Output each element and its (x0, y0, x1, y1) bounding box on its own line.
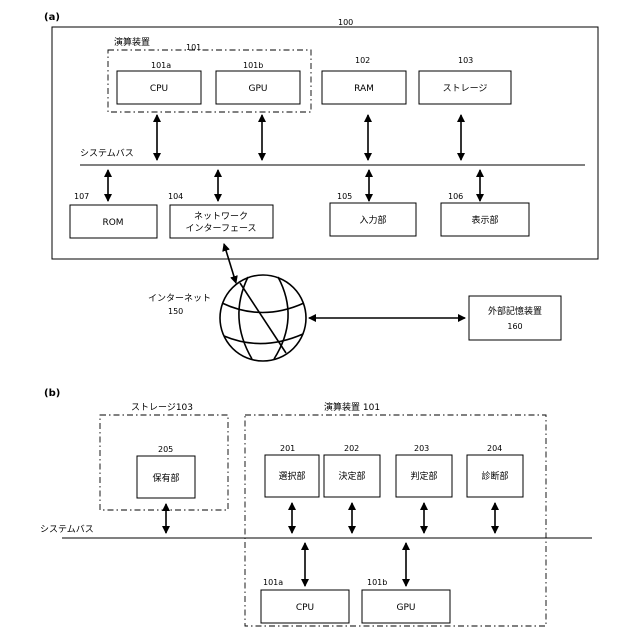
globe-icon (220, 275, 306, 361)
panel-b: (b) ストレージ103 保有部 205 演算装置 101 選択部 201 決定… (40, 388, 592, 626)
network-interface-number: 104 (168, 192, 183, 201)
diagnosis-unit-number: 204 (487, 444, 502, 453)
holding-unit-number: 205 (158, 445, 173, 454)
gpu-label-a: GPU (249, 84, 268, 94)
processing-unit-number: 101 (186, 43, 201, 52)
decision-unit-label: 決定部 (338, 470, 365, 482)
network-interface-label-line1: ネットワーク (194, 211, 248, 222)
selection-unit-number: 201 (280, 444, 295, 453)
panel-a-label: (a) (44, 12, 60, 23)
external-storage-box (469, 296, 561, 340)
decision-unit-number: 202 (344, 444, 359, 453)
display-unit-label: 表示部 (471, 214, 498, 226)
diagnosis-unit-label: 診断部 (481, 470, 508, 482)
network-internet-arrow (224, 244, 236, 283)
selection-unit-label: 選択部 (278, 470, 305, 482)
input-unit-number: 105 (337, 192, 352, 201)
gpu-label-b: GPU (397, 603, 416, 613)
storage-number-a: 103 (458, 56, 473, 65)
ram-label: RAM (354, 84, 374, 94)
network-interface-label-line2: インターフェース (185, 223, 256, 234)
gpu-number-b: 101b (367, 578, 387, 587)
cpu-label-a: CPU (150, 84, 168, 94)
device-number: 100 (338, 18, 353, 27)
cpu-label-b: CPU (296, 603, 314, 613)
judgment-unit-label: 判定部 (410, 470, 437, 482)
cpu-number-a: 101a (151, 61, 171, 70)
system-bus-label-a: システムバス (80, 148, 134, 159)
panel-b-label: (b) (44, 388, 60, 399)
holding-unit-label: 保有部 (152, 472, 179, 484)
ram-number: 102 (355, 56, 370, 65)
display-unit-number: 106 (448, 192, 463, 201)
external-storage-number: 160 (507, 322, 522, 331)
storage-label-a: ストレージ (443, 84, 488, 94)
rom-label: ROM (102, 218, 123, 228)
panel-a: (a) 100 演算装置 101 CPU 101a GPU 101b RAM 1… (44, 12, 598, 361)
internet-label: インターネット (148, 293, 211, 304)
system-bus-label-b: システムバス (40, 524, 94, 535)
judgment-unit-number: 203 (414, 444, 429, 453)
internet-number: 150 (168, 307, 183, 316)
gpu-number-a: 101b (243, 61, 263, 70)
processing-unit-title: 演算装置 (114, 36, 150, 48)
storage-title-b: ストレージ103 (131, 403, 193, 413)
external-storage-label: 外部記憶装置 (488, 305, 542, 317)
processing-unit-title-b: 演算装置 101 (324, 401, 380, 413)
input-unit-label: 入力部 (359, 214, 386, 226)
rom-number: 107 (74, 192, 89, 201)
cpu-number-b: 101a (263, 578, 283, 587)
